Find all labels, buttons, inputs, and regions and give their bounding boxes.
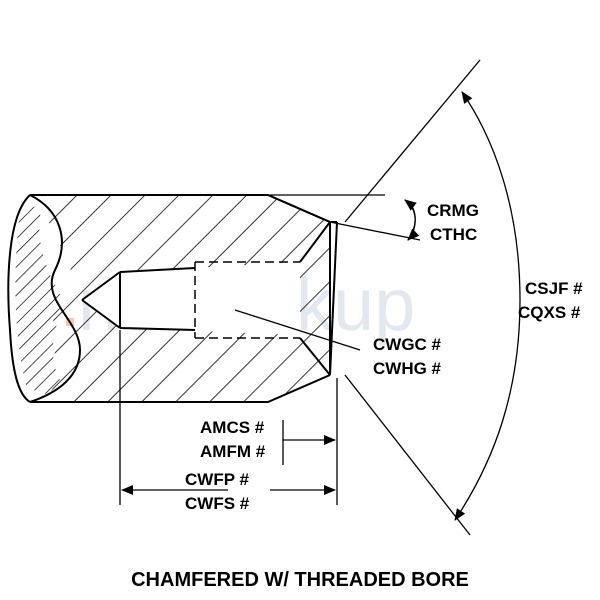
label-cwgc: CWGC # bbox=[373, 335, 442, 354]
label-crmg: CRMG bbox=[427, 201, 479, 220]
threaded-bore bbox=[82, 262, 300, 335]
dimension-arrows bbox=[121, 91, 521, 521]
extension-lines bbox=[119, 59, 481, 536]
label-amfm: AMFM # bbox=[200, 442, 266, 461]
label-cwhg: CWHG # bbox=[373, 359, 442, 378]
part-outline bbox=[7, 194, 338, 403]
label-cwfs: CWFS # bbox=[185, 494, 250, 513]
bore-outline bbox=[81, 221, 361, 376]
label-amcs: AMCS # bbox=[200, 418, 265, 437]
diagram-caption: CHAMFERED W/ THREADED BORE bbox=[131, 569, 469, 591]
label-csjf: CSJF # bbox=[525, 279, 583, 298]
break-edge-section bbox=[15, 205, 61, 394]
label-cqxs: CQXS # bbox=[518, 303, 581, 322]
label-cthc: CTHC bbox=[430, 225, 477, 244]
label-cwfp: CWFP # bbox=[185, 470, 249, 489]
